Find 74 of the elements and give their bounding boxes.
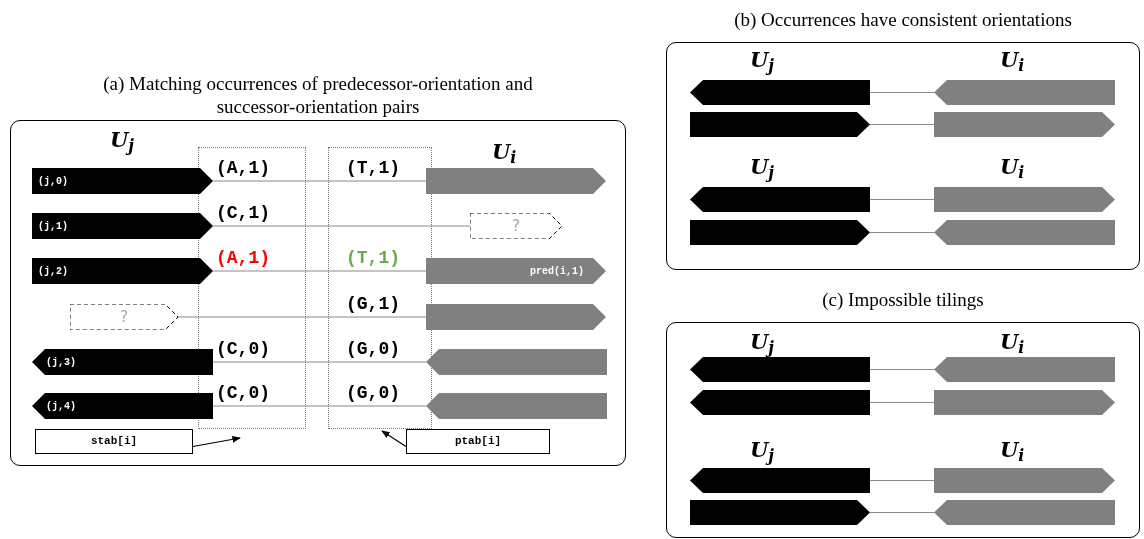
arrow-block xyxy=(32,349,213,375)
pair-label: (G,0) xyxy=(346,383,400,403)
arrow-block xyxy=(32,213,213,239)
pair-label: (T,1) xyxy=(346,158,400,178)
array-label-box xyxy=(406,429,550,454)
block-label: (j,1) xyxy=(38,219,68,234)
pair-label: (G,0) xyxy=(346,339,400,359)
connector-line xyxy=(212,225,471,227)
unit-heading: U$_{i}$ xyxy=(492,140,517,164)
arrow-block xyxy=(934,220,1115,245)
arrow-block xyxy=(690,390,870,415)
pair-label: (T,1) xyxy=(346,248,400,268)
arrow-block xyxy=(690,80,870,105)
arrow-block xyxy=(426,393,607,419)
arrow-block xyxy=(934,500,1115,525)
block-label: pred(i,1) xyxy=(530,264,584,279)
pair-label: (C,0) xyxy=(216,383,270,403)
arrow-block xyxy=(32,258,213,284)
question-mark: ? xyxy=(119,306,129,328)
connector-line xyxy=(212,405,427,407)
arrow-block xyxy=(934,357,1115,382)
connector-line xyxy=(869,198,935,201)
block-label: (j,2) xyxy=(38,264,68,279)
array-name: ptab[i] xyxy=(454,434,502,450)
unknown-block xyxy=(470,213,562,239)
arrow xyxy=(381,430,407,448)
unit-heading: U$_{i}$ xyxy=(1000,48,1025,72)
panel-title: (a) Matching occurrences of predecessor-orientation and successor-orientation pairs xyxy=(102,72,534,118)
arrow-block xyxy=(32,168,213,194)
array-label-box xyxy=(35,429,193,454)
unit-heading: U$_{i}$ xyxy=(1000,438,1025,462)
connector-line xyxy=(212,270,427,272)
pair-label: (A,1) xyxy=(216,158,270,178)
connector-line xyxy=(869,401,935,404)
arrow-block xyxy=(690,112,870,137)
block-label: (j,4) xyxy=(46,399,76,414)
question-mark: ? xyxy=(511,215,521,237)
connector-line xyxy=(869,231,935,234)
connector-line xyxy=(869,368,935,371)
arrow-block xyxy=(690,220,870,245)
connector-line xyxy=(869,479,935,482)
pair-label: (A,1) xyxy=(216,248,270,268)
arrow-block xyxy=(426,258,606,284)
arrow xyxy=(192,436,241,448)
unit-heading: U$_{i}$ xyxy=(1000,155,1025,179)
connector-line xyxy=(869,123,935,126)
unit-heading: U$_{i}$ xyxy=(1000,330,1025,354)
unknown-block xyxy=(70,304,178,330)
arrow-block xyxy=(690,468,870,493)
arrow-block xyxy=(690,187,870,212)
panel-title: (c) Impossible tilings xyxy=(821,288,985,311)
block-label: (j,3) xyxy=(46,355,76,370)
arrow-block xyxy=(690,500,870,525)
arrow-block xyxy=(934,468,1115,493)
connector-line xyxy=(212,361,427,363)
arrow-block xyxy=(32,393,213,419)
arrow-block xyxy=(934,80,1115,105)
arrow-block xyxy=(934,390,1115,415)
block-label: (j,0) xyxy=(38,174,68,189)
array-name: stab[i] xyxy=(90,434,138,450)
pair-label: (C,1) xyxy=(216,203,270,223)
arrow-block xyxy=(690,357,870,382)
connector-line xyxy=(869,91,935,94)
arrow-block xyxy=(426,349,607,375)
pair-label: (G,1) xyxy=(346,294,400,314)
arrow-block xyxy=(426,168,606,194)
panel-title: (b) Occurrences have consistent orientations xyxy=(733,8,1073,31)
arrow-block xyxy=(934,112,1115,137)
connector-line xyxy=(212,180,427,182)
connector-line xyxy=(177,316,427,318)
pair-label: (C,0) xyxy=(216,339,270,359)
arrow-block xyxy=(426,304,606,330)
arrow-block xyxy=(934,187,1115,212)
connector-line xyxy=(869,511,935,514)
